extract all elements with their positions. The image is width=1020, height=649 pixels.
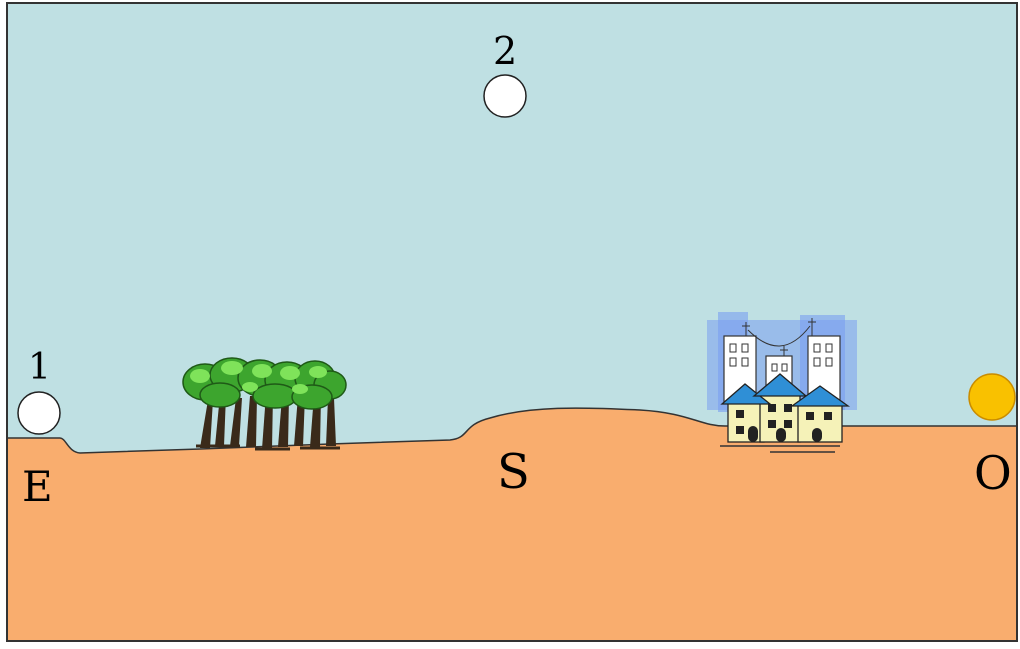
sun-label-2: 2 xyxy=(493,32,517,70)
direction-east-label: E xyxy=(22,466,53,508)
direction-west-label: O xyxy=(974,450,1012,496)
city-icon xyxy=(707,312,857,452)
sun-position-2 xyxy=(484,75,526,117)
sun-setting-west xyxy=(969,374,1015,420)
direction-south-label: S xyxy=(497,448,530,496)
sun-label-1: 1 xyxy=(28,350,51,386)
sun-position-1 xyxy=(18,392,60,434)
